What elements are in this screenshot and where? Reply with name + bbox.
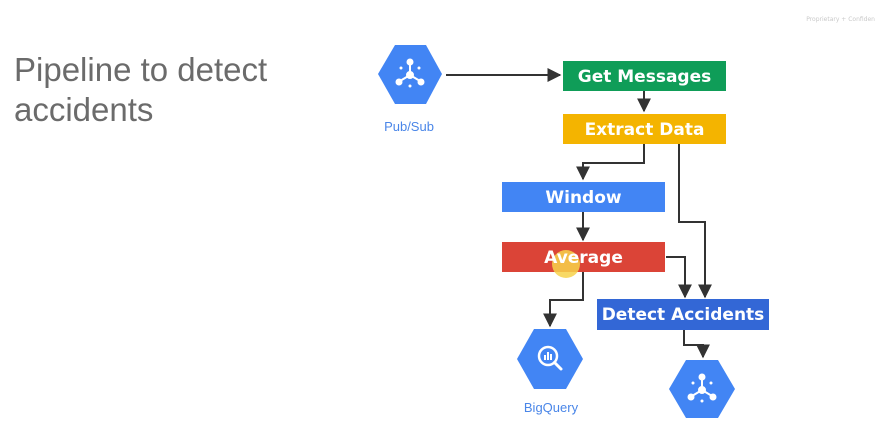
pubsub-sink-icon [687, 373, 717, 403]
extract-data-label: Extract Data [585, 120, 705, 140]
edge-average-to-bigquery [543, 272, 584, 328]
pubsub-sink-node [669, 360, 735, 418]
detect-accidents-label: Detect Accidents [602, 305, 765, 325]
window-stage: Window [502, 182, 665, 212]
get-messages-label: Get Messages [578, 67, 712, 87]
bigquery-caption: BigQuery [524, 400, 579, 415]
bigquery-sink-node: BigQuery [517, 329, 583, 415]
edge-average-to-detect-accidents [666, 256, 692, 299]
edge-extract-data-to-window [576, 144, 645, 181]
edge-extract-data-to-detect-accidents [678, 144, 712, 299]
average-label: Average [544, 248, 623, 268]
watermark: Proprietary + Confiden [806, 16, 875, 23]
extract-data-stage: Extract Data [563, 114, 726, 144]
window-label: Window [545, 188, 622, 208]
detect-accidents-box [597, 299, 769, 330]
extract-data-box [563, 114, 726, 144]
average-stage: Average [502, 242, 665, 278]
average-box [502, 242, 665, 272]
pubsub-icon [395, 58, 425, 88]
pubsub-caption: Pub/Sub [384, 119, 434, 134]
detect-accidents-stage: Detect Accidents [597, 299, 769, 330]
cursor-highlight [552, 250, 580, 278]
window-box [502, 182, 665, 212]
get-messages-stage: Get Messages [563, 61, 726, 91]
slide-title: Pipeline to detect accidents [14, 51, 268, 128]
edges [446, 68, 712, 359]
edge-detect-accidents-to-pubsub [683, 330, 710, 359]
get-messages-box [563, 61, 726, 91]
pubsub-source-node: Pub/Sub [378, 45, 442, 134]
bigquery-icon [537, 345, 563, 371]
